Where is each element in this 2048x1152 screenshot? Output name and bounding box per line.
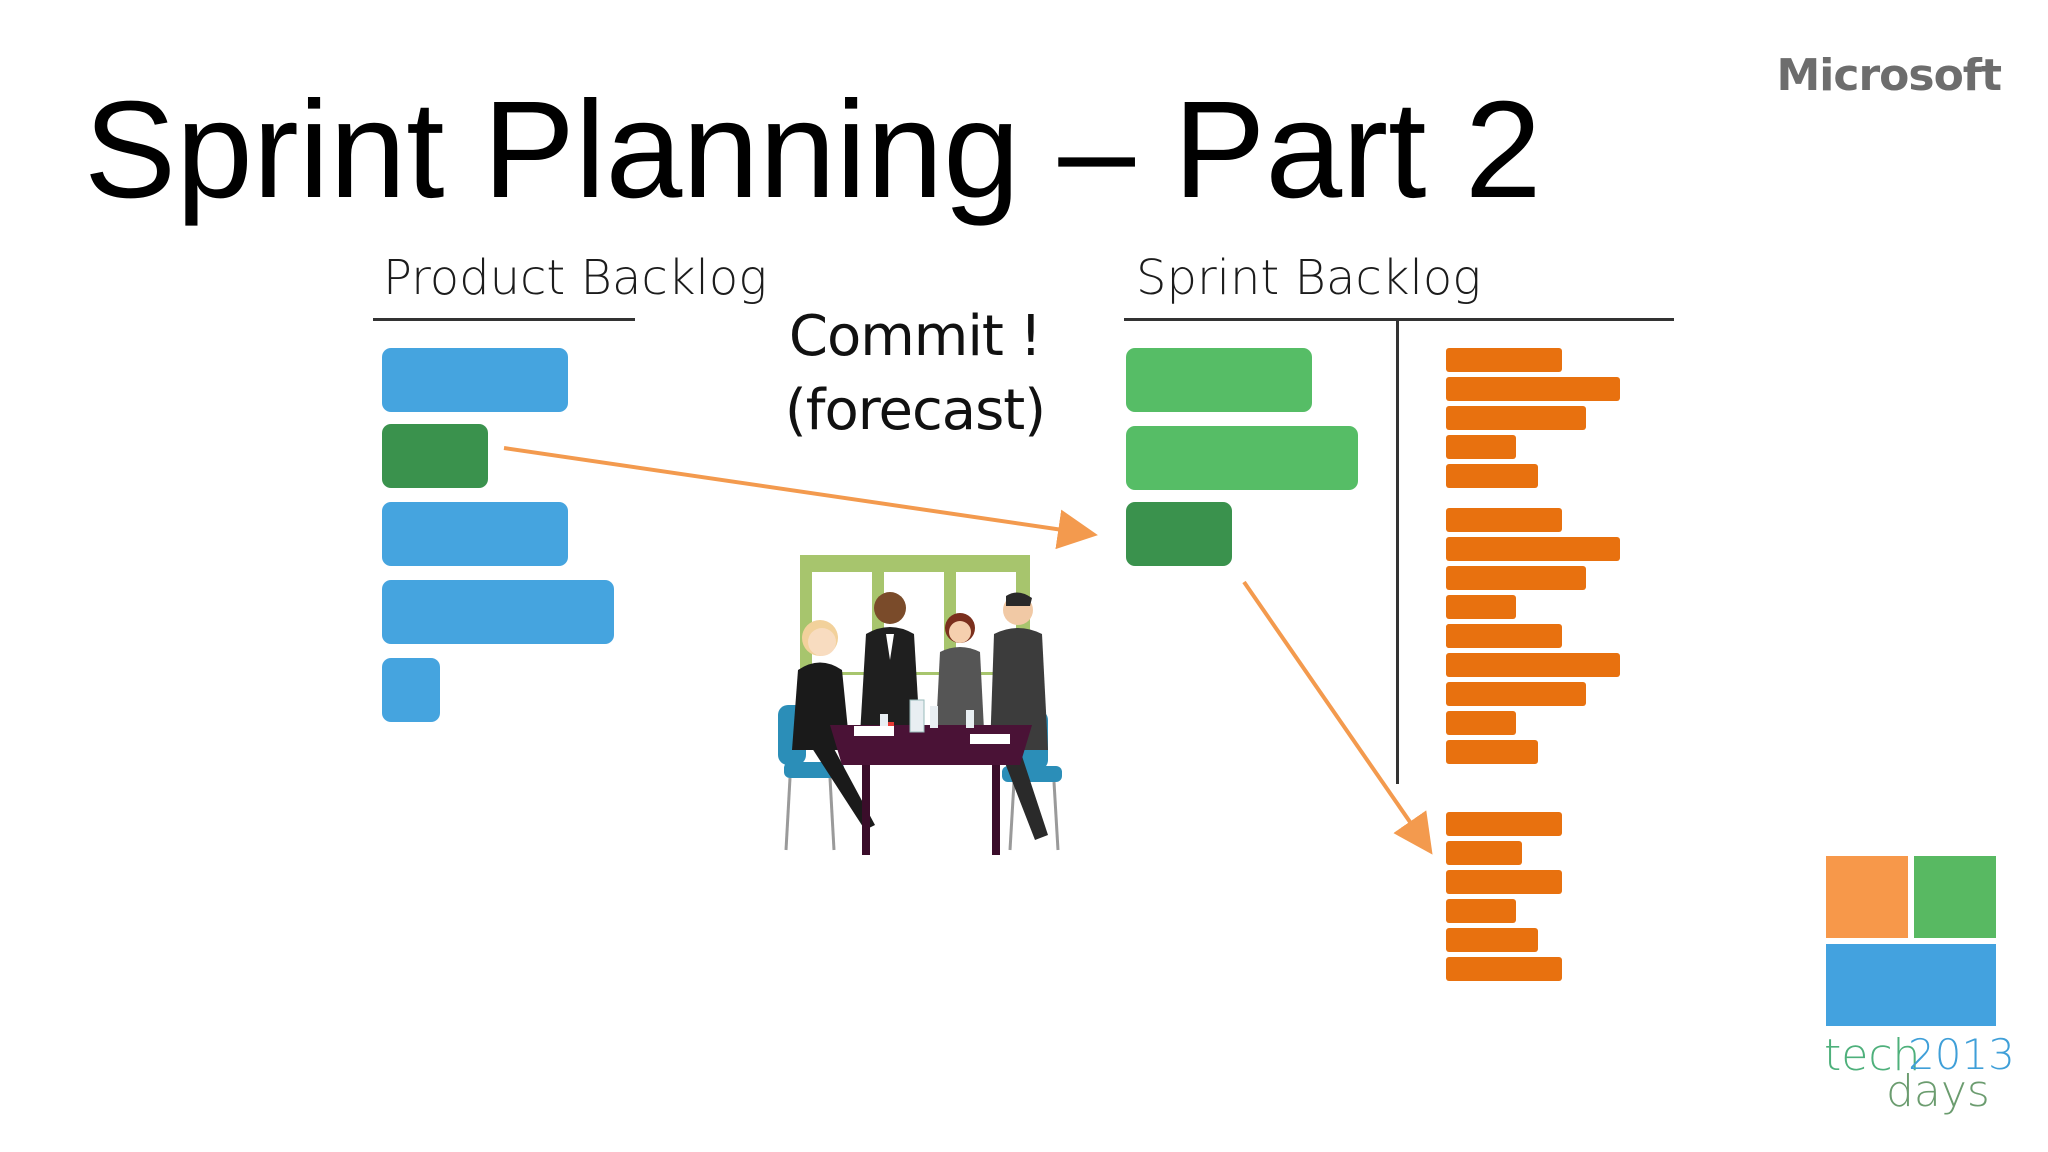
sprint-task-bar [1446, 682, 1586, 706]
sprint-task-bar [1446, 841, 1522, 865]
sprint-task-bar [1446, 348, 1562, 372]
product-backlog-underline [373, 318, 635, 321]
logo-tile-green [1914, 856, 1996, 938]
sprint-backlog-divider [1396, 320, 1399, 784]
sprint-task-bar [1446, 812, 1562, 836]
sprint-task-bar [1446, 595, 1516, 619]
sprint-backlog-underline [1124, 318, 1674, 321]
slide-title: Sprint Planning – Part 2 [84, 73, 1542, 227]
sprint-task-bar [1446, 711, 1516, 735]
person-woman-right [936, 613, 984, 730]
sprint-backlog-label: Sprint Backlog [1136, 250, 1482, 306]
product-backlog-label: Product Backlog [383, 250, 768, 306]
sprint-task-bar [1446, 899, 1516, 923]
sprint-backlog-item [1126, 426, 1358, 490]
logo-tile-blue [1826, 944, 1996, 1026]
product-backlog-item [382, 348, 568, 412]
logo-year: 2013 [1908, 1030, 2015, 1079]
arrow-backlog-to-sprint [503, 446, 1098, 550]
person-man-center [860, 592, 920, 735]
product-backlog-item [382, 502, 568, 566]
sprint-task-bar [1446, 928, 1538, 952]
commit-label: Commit ! [788, 304, 1042, 369]
sprint-task-bar [1446, 653, 1620, 677]
sprint-task-bar [1446, 464, 1538, 488]
microsoft-logo-text: Microsoft [1776, 50, 2002, 101]
sprint-backlog-item [1126, 348, 1312, 412]
product-backlog-item [382, 658, 440, 722]
sprint-task-bar [1446, 537, 1620, 561]
sprint-task-bar [1446, 406, 1586, 430]
commit-forecast-note: Commit ! (forecast) [770, 300, 1060, 448]
techdays-logo-tiles [1826, 856, 1996, 1026]
sprint-task-bar [1446, 508, 1562, 532]
logo-tile-orange [1826, 856, 1908, 938]
person-man-right [990, 592, 1048, 840]
forecast-label: (forecast) [784, 378, 1046, 443]
sprint-task-bar [1446, 870, 1562, 894]
logo-word-tech: tech [1824, 1030, 1921, 1081]
sprint-task-bar [1446, 435, 1516, 459]
sprint-backlog-item-new [1126, 502, 1232, 566]
product-backlog-item-selected [382, 424, 488, 488]
table-items [854, 699, 1010, 744]
sprint-task-bar [1446, 377, 1620, 401]
sprint-task-bar [1446, 566, 1586, 590]
logo-word-days: days [1886, 1066, 1990, 1117]
sprint-task-bar [1446, 957, 1562, 981]
sprint-task-bar [1446, 740, 1538, 764]
team-meeting-illustration [778, 555, 1062, 855]
arrow-item-to-tasks [1242, 580, 1433, 855]
sprint-task-bar [1446, 624, 1562, 648]
product-backlog-item [382, 580, 614, 644]
